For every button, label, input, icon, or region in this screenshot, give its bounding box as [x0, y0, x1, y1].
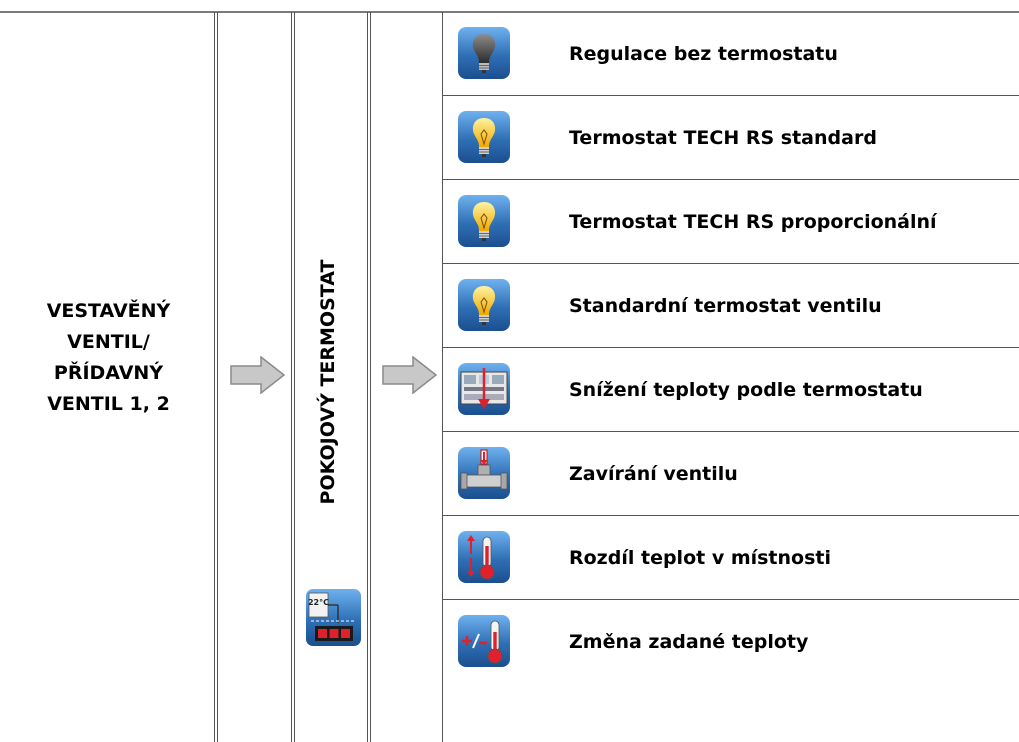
top-rule [0, 11, 1019, 13]
arrow-right-icon [230, 356, 286, 394]
option-row: Termostat TECH RS proporcionální [442, 180, 1019, 264]
option-list: Regulace bez termostatu Termostat TECH R… [442, 12, 1019, 684]
bulb-off-icon [458, 27, 510, 79]
option-label: Standardní termostat ventilu [569, 295, 882, 317]
room-thermostat-icon: 22°C [306, 589, 361, 646]
column-divider [367, 12, 371, 742]
valve-closing-icon [458, 447, 510, 499]
column-divider [442, 12, 443, 742]
column-divider [214, 12, 218, 742]
valve-type-line: VENTIL/ [67, 331, 150, 353]
temperature-lowering-icon [458, 363, 510, 415]
option-row: Termostat TECH RS standard [442, 96, 1019, 180]
option-label: Termostat TECH RS standard [569, 127, 877, 149]
option-row: Regulace bez termostatu [442, 12, 1019, 96]
option-row: Snížení teploty podle termostatu [442, 348, 1019, 432]
valve-type-line: VENTIL 1, 2 [47, 393, 170, 415]
bulb-on-icon [458, 279, 510, 331]
option-label: Regulace bez termostatu [569, 43, 838, 65]
bulb-on-icon [458, 195, 510, 247]
column-divider [291, 12, 295, 742]
option-row: Zavírání ventilu [442, 432, 1019, 516]
room-thermostat-text: POKOJOVÝ TERMOSTAT [317, 259, 339, 505]
option-label: Snížení teploty podle termostatu [569, 379, 923, 401]
svg-text:22°C: 22°C [308, 598, 329, 607]
option-row: Změna zadané teploty [442, 600, 1019, 684]
valve-type-line: VESTAVĚNÝ [46, 300, 171, 322]
arrow-right-icon [382, 356, 438, 394]
set-temperature-change-icon [458, 615, 510, 667]
option-label: Zavírání ventilu [569, 463, 738, 485]
option-row: Standardní termostat ventilu [442, 264, 1019, 348]
option-label: Rozdíl teplot v místnosti [569, 547, 832, 569]
bulb-on-icon [458, 111, 510, 163]
option-row: Rozdíl teplot v místnosti [442, 516, 1019, 600]
valve-type-label: VESTAVĚNÝ VENTIL/ PŘÍDAVNÝ VENTIL 1, 2 [0, 296, 217, 420]
temperature-difference-icon [458, 531, 510, 583]
valve-type-line: PŘÍDAVNÝ [53, 362, 164, 384]
option-label: Změna zadané teploty [569, 631, 809, 653]
option-label: Termostat TECH RS proporcionální [569, 211, 937, 233]
